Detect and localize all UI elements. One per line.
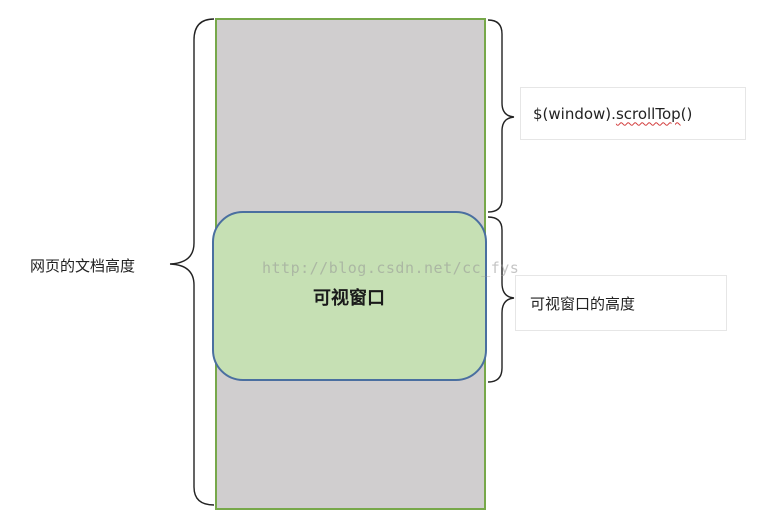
scroll-top-method: scrollTop <box>615 104 681 123</box>
scroll-top-suffix: () <box>680 104 693 123</box>
scroll-top-label-box: $(window).scrollTop() <box>520 87 746 140</box>
document-height-label: 网页的文档高度 <box>30 257 136 275</box>
viewport-height-brace <box>487 216 515 383</box>
document-height-brace <box>169 18 215 506</box>
viewport-height-label: 可视窗口的高度 <box>530 294 636 313</box>
scroll-top-brace <box>487 19 515 213</box>
scroll-top-prefix: $(window). <box>533 104 616 123</box>
watermark-text: http://blog.csdn.net/cc_fys <box>262 259 520 277</box>
viewport-rect <box>212 211 487 381</box>
viewport-height-label-box: 可视窗口的高度 <box>515 275 727 331</box>
viewport-label: 可视窗口 <box>313 288 385 309</box>
